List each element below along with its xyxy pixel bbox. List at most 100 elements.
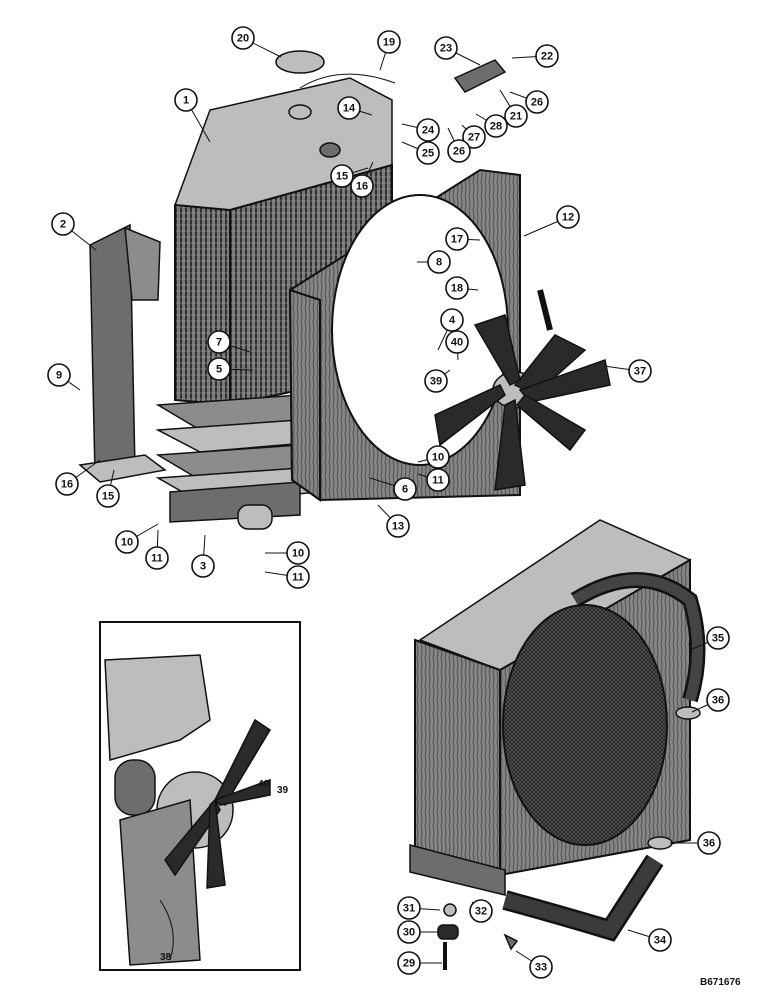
callout-circle	[424, 369, 448, 393]
callout-number: 36	[703, 838, 715, 850]
callout-number: 3	[200, 561, 206, 573]
callout-circle	[330, 164, 354, 188]
callout-number: 28	[490, 121, 502, 133]
cooling-fan	[434, 289, 611, 491]
callout-circle	[445, 227, 469, 251]
callout-circle	[440, 308, 464, 332]
callout-10: 10	[265, 541, 310, 565]
callout-11: 11	[145, 529, 169, 570]
callout-2: 2	[51, 212, 97, 251]
callout-circle	[426, 445, 450, 469]
callout-circle	[286, 541, 310, 565]
callout-circle	[350, 174, 374, 198]
callout-7: 7	[207, 330, 251, 354]
callout-29: 29	[397, 951, 442, 975]
callout-circle	[207, 357, 231, 381]
callout-4: 4	[437, 308, 464, 351]
callout-15: 15	[330, 164, 369, 188]
callout-24: 24	[401, 118, 440, 142]
callout-number: 16	[356, 181, 368, 193]
callout-number: 26	[531, 97, 543, 109]
callout-circle	[231, 26, 255, 50]
callout-number: 15	[102, 491, 114, 503]
callout-16: 16	[350, 161, 374, 198]
callout-circle	[337, 96, 361, 120]
callout-37: 37	[603, 359, 652, 383]
callout-circle	[706, 626, 730, 650]
callout-11: 11	[264, 565, 310, 589]
callout-number: 33	[535, 962, 547, 974]
callout-15: 15	[96, 469, 120, 508]
callout-3: 3	[191, 534, 215, 578]
callout-number: 40	[451, 337, 463, 349]
callout-circle	[697, 831, 721, 855]
callout-8: 8	[417, 250, 451, 274]
callout-number: 12	[562, 212, 574, 224]
callout-number: 27	[468, 132, 480, 144]
callout-number: 9	[56, 370, 62, 382]
callout-number: 29	[403, 958, 415, 970]
callout-5: 5	[207, 357, 254, 381]
callout-36: 36	[691, 688, 730, 713]
callout-18: 18	[445, 276, 479, 300]
callout-number: 26	[453, 146, 465, 158]
callout-circle	[207, 330, 231, 354]
callout-number: 8	[436, 257, 442, 269]
callout-9: 9	[47, 363, 81, 391]
callout-13: 13	[377, 504, 410, 538]
callout-circle	[529, 955, 553, 979]
callout-number: 11	[292, 572, 304, 584]
callout-22: 22	[511, 44, 559, 68]
callout-number: 34	[654, 935, 667, 947]
inset-label-39: 39	[277, 785, 289, 796]
callout-21: 21	[499, 89, 528, 128]
callout-number: 14	[343, 103, 356, 115]
callout-circle	[286, 565, 310, 589]
callout-circle	[525, 90, 549, 114]
callout-number: 35	[712, 633, 724, 645]
callout-25: 25	[401, 141, 440, 165]
callout-circle	[556, 205, 580, 229]
callout-circle	[469, 899, 493, 923]
inset-label-38: 38	[160, 952, 172, 963]
callout-circle	[393, 477, 417, 501]
assembled-radiator	[409, 519, 706, 970]
callout-17: 17	[445, 227, 481, 251]
callout-11: 11	[417, 468, 450, 492]
callout-36: 36	[670, 831, 721, 855]
callout-number: 16	[61, 479, 73, 491]
callout-number: 11	[151, 553, 163, 565]
callout-circle	[445, 330, 469, 354]
strap-plate	[453, 59, 507, 93]
callout-34: 34	[627, 928, 672, 952]
callout-14: 14	[337, 96, 373, 120]
callout-23: 23	[434, 36, 481, 66]
inset-label-40: 40	[258, 779, 270, 790]
callout-circle	[47, 363, 71, 387]
callout-circle	[706, 688, 730, 712]
callout-circle	[445, 276, 469, 300]
callout-number: 7	[216, 337, 222, 349]
callout-number: 1	[183, 95, 189, 107]
callout-number: 24	[422, 125, 435, 137]
exploded-assembly	[78, 50, 611, 530]
callout-1: 1	[174, 88, 211, 143]
callout-30: 30	[397, 920, 438, 944]
callout-number: 19	[383, 37, 395, 49]
callout-number: 21	[510, 111, 522, 123]
callout-number: 36	[712, 695, 724, 707]
callout-number: 10	[432, 452, 444, 464]
callout-circle	[434, 36, 458, 60]
callout-circle	[648, 928, 672, 952]
callout-circle	[55, 472, 79, 496]
callout-circle	[115, 530, 139, 554]
callout-31: 31	[397, 896, 441, 920]
callout-circle	[628, 359, 652, 383]
callout-circle	[504, 104, 528, 128]
engine-inset: 40 39 38	[99, 621, 301, 971]
callout-circle	[51, 212, 75, 236]
callout-number: 10	[121, 537, 133, 549]
callout-circle	[397, 920, 421, 944]
